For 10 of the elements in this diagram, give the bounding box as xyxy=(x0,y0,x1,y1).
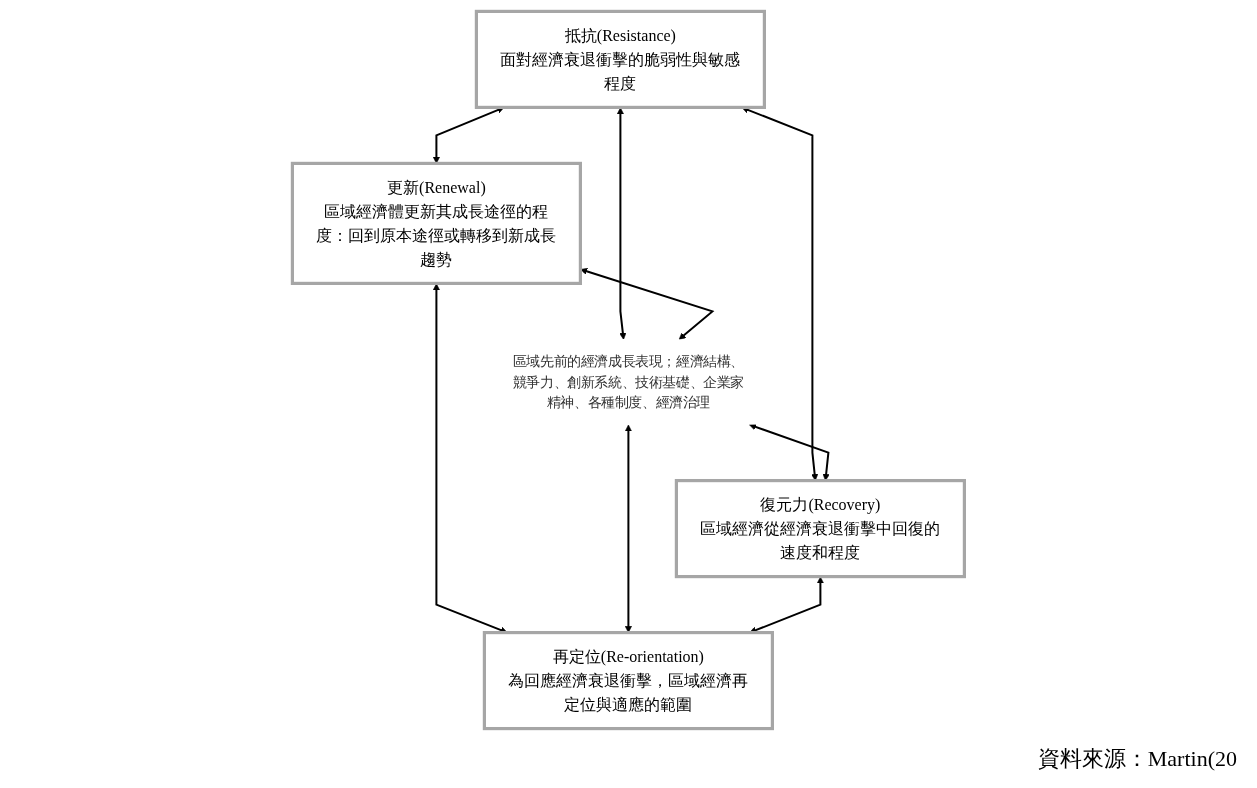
arrow xyxy=(616,107,627,340)
node-box xyxy=(482,631,775,731)
node-box xyxy=(290,161,583,285)
arrow xyxy=(749,423,830,481)
node-box xyxy=(674,479,967,579)
node-text: 區域先前的經濟成長表現；經濟結構、競爭力、創新系統、技術基礎、企業家精神、各種制度、經濟治理 xyxy=(512,353,745,410)
source-note: 資料來源：Martin(20 xyxy=(1037,745,1237,773)
node-box xyxy=(474,9,767,109)
arrow xyxy=(624,424,632,633)
diagram: 抵抗(Resistance) 面對經濟衰退衝擊的脆弱性與敏感程度 更新(Renewal) 區域經濟體更新其成長途徑的程度：回到原本途徑或轉移到新成長趨勢 區域先前的經濟成長表現；經濟結構、競爭力、創新系統、技術基礎、企業家精神、各種制度、經濟治理 復元力(Recovery) 區域經濟從經濟衰退衝擊中回復的速度和程度 再定位(Re-orientation) 為回應經濟衰退衝擊，區域經濟再定位與適應的範圍 xyxy=(286,5,971,735)
